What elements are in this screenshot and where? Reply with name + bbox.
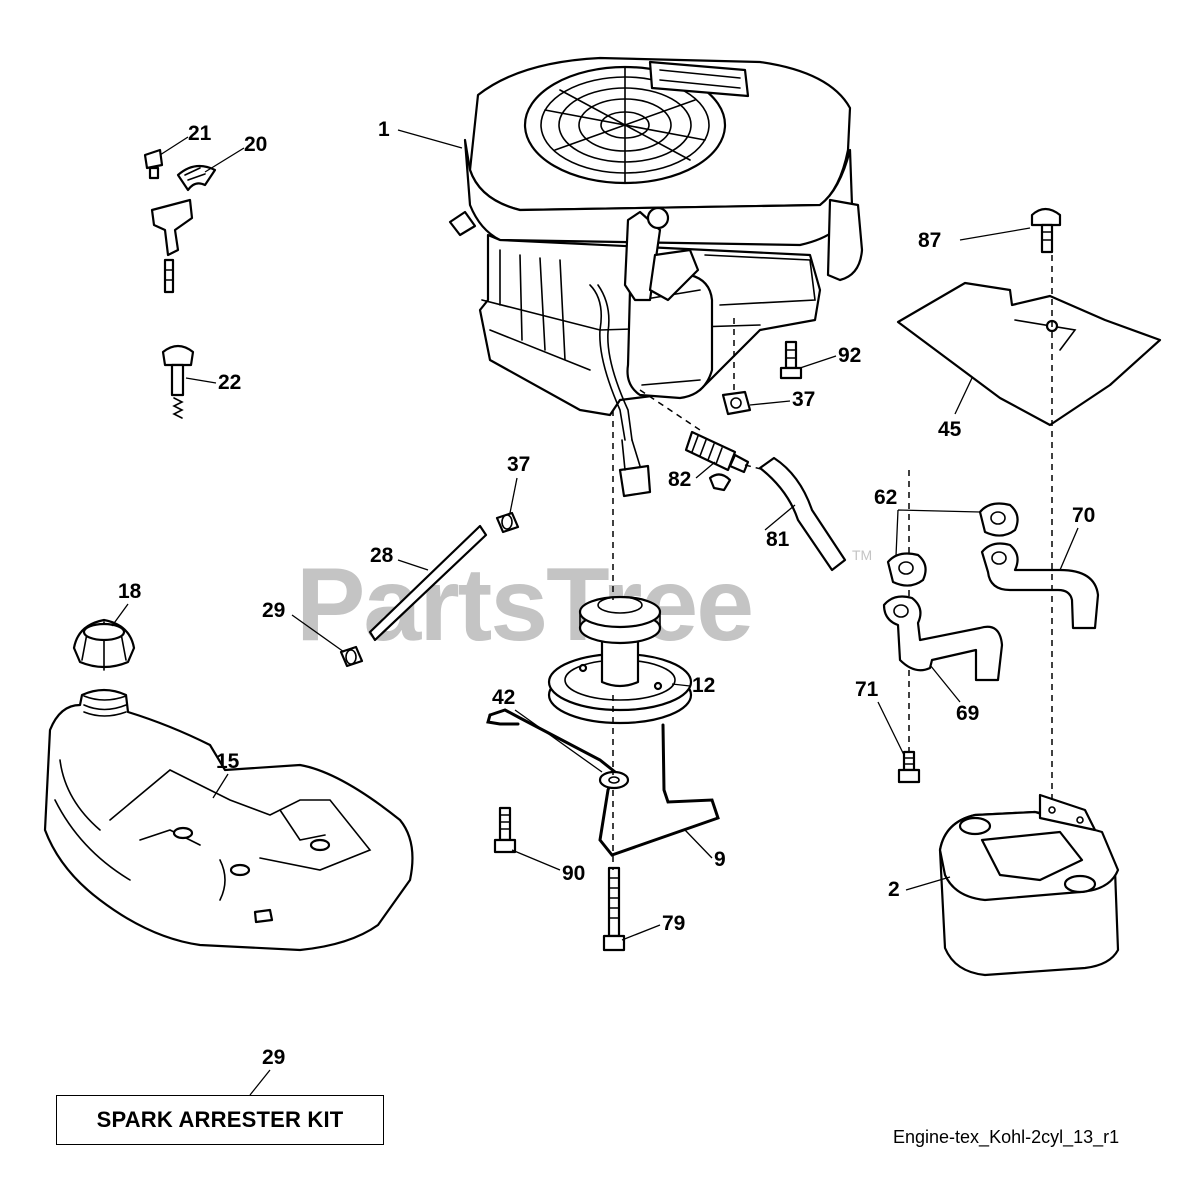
part-throttle-cable[interactable] bbox=[150, 164, 217, 294]
part-fuel-tank-15[interactable] bbox=[43, 688, 414, 952]
callout-87[interactable]: 87 bbox=[918, 227, 1031, 252]
callout-label: 82 bbox=[668, 468, 691, 491]
watermark-tm: TM bbox=[852, 547, 872, 563]
part-bolt-90[interactable] bbox=[493, 806, 517, 854]
part-bolt-92[interactable] bbox=[779, 340, 803, 380]
part-fuel-filter-82[interactable] bbox=[684, 430, 750, 492]
part-clamp-37a[interactable] bbox=[495, 511, 520, 534]
part-rod-9[interactable] bbox=[486, 708, 720, 857]
part-pipe-71[interactable] bbox=[980, 542, 1100, 630]
callout-37a[interactable]: 37 bbox=[507, 453, 530, 514]
callout-label: 1 bbox=[378, 118, 390, 141]
callout-label: 21 bbox=[188, 122, 212, 145]
callout-21[interactable]: 21 bbox=[159, 122, 212, 156]
callout-12[interactable]: 12 bbox=[671, 674, 715, 697]
callout-9[interactable]: 9 bbox=[684, 829, 726, 871]
callout-label: 69 bbox=[956, 702, 979, 725]
callout-label: 28 bbox=[370, 544, 394, 567]
callout-71[interactable]: 70 bbox=[1059, 504, 1095, 571]
callout-37b[interactable]: 29 bbox=[262, 599, 345, 653]
callout-85[interactable]: 79 bbox=[621, 912, 685, 941]
callout-28[interactable]: 28 bbox=[370, 544, 429, 571]
callout-label: 12 bbox=[692, 674, 715, 697]
part-pipe-70[interactable] bbox=[882, 595, 1004, 682]
callout-1[interactable]: 1 bbox=[378, 118, 463, 149]
callout-20[interactable]: 20 bbox=[204, 133, 267, 173]
part-engine[interactable] bbox=[448, 56, 864, 498]
callout-label: 92 bbox=[838, 344, 861, 367]
callout-42[interactable]: 42 bbox=[492, 686, 603, 773]
part-hose-81[interactable] bbox=[758, 456, 847, 572]
part-pulley-12[interactable] bbox=[547, 595, 693, 725]
callout-22[interactable]: 22 bbox=[185, 371, 241, 394]
callout-2[interactable]: 2 bbox=[888, 876, 951, 901]
spark-arrester-kit-label: SPARK ARRESTER KIT bbox=[96, 1107, 344, 1132]
callout-92[interactable]: 92 bbox=[799, 344, 861, 369]
part-gasket-69[interactable] bbox=[886, 502, 1019, 587]
callout-29[interactable]: 29 bbox=[249, 1046, 285, 1096]
watermark-text: PartsTree bbox=[296, 547, 752, 663]
callout-label: 90 bbox=[562, 862, 585, 885]
callout-label: 70 bbox=[1072, 504, 1095, 527]
callout-45[interactable]: 37 bbox=[749, 388, 815, 411]
callout-90[interactable]: 90 bbox=[511, 849, 585, 885]
watermark: PartsTree TM bbox=[296, 547, 872, 663]
callout-label: 2 bbox=[888, 878, 900, 901]
spark-arrester-kit-box[interactable]: SPARK ARRESTER KIT bbox=[56, 1095, 384, 1145]
part-nut-45[interactable] bbox=[721, 390, 752, 416]
callout-15[interactable]: 15 bbox=[212, 750, 240, 799]
callout-label: 87 bbox=[918, 229, 941, 252]
callout-label: 62 bbox=[874, 486, 897, 509]
part-bolt-85[interactable] bbox=[602, 866, 626, 952]
callout-82[interactable]: 82 bbox=[668, 461, 716, 491]
part-muffler-2[interactable] bbox=[938, 793, 1120, 977]
callout-label: 79 bbox=[662, 912, 685, 935]
callout-18[interactable]: 18 bbox=[111, 580, 142, 627]
callout-62[interactable]: 45 bbox=[938, 377, 973, 441]
callout-label: 37 bbox=[507, 453, 530, 476]
callout-label: 20 bbox=[244, 133, 267, 156]
part-knob-87[interactable] bbox=[1030, 207, 1062, 254]
diagram-id: Engine-tex_Kohl-2cyl_13_r1 bbox=[893, 1127, 1120, 1147]
part-fuel-hose-28[interactable] bbox=[368, 524, 488, 642]
callout-label: 29 bbox=[262, 1046, 285, 1069]
callout-label: 29 bbox=[262, 599, 285, 622]
part-clamp-37b[interactable] bbox=[339, 645, 364, 668]
callout-label: 71 bbox=[855, 678, 879, 701]
callout-label: 37 bbox=[792, 388, 815, 411]
part-washer-42[interactable] bbox=[598, 770, 630, 790]
callout-label: 42 bbox=[492, 686, 515, 709]
part-bolt-79[interactable] bbox=[897, 750, 921, 784]
callout-70[interactable]: 69 bbox=[929, 664, 979, 725]
callout-label: 18 bbox=[118, 580, 142, 603]
callout-label: 15 bbox=[216, 750, 240, 773]
callout-69[interactable]: 62 bbox=[874, 486, 981, 557]
part-fuel-cap-18[interactable] bbox=[72, 618, 136, 671]
callout-label: 45 bbox=[938, 418, 962, 441]
callout-label: 81 bbox=[766, 528, 790, 551]
callout-label: 22 bbox=[218, 371, 241, 394]
part-plate-62[interactable] bbox=[896, 281, 1162, 427]
part-choke-knob[interactable] bbox=[161, 344, 195, 419]
callout-79[interactable]: 71 bbox=[855, 678, 905, 756]
callout-81[interactable]: 81 bbox=[764, 504, 796, 551]
assembly-lines bbox=[612, 255, 1053, 870]
callout-label: 9 bbox=[714, 848, 726, 871]
part-screw-21[interactable] bbox=[143, 148, 164, 180]
